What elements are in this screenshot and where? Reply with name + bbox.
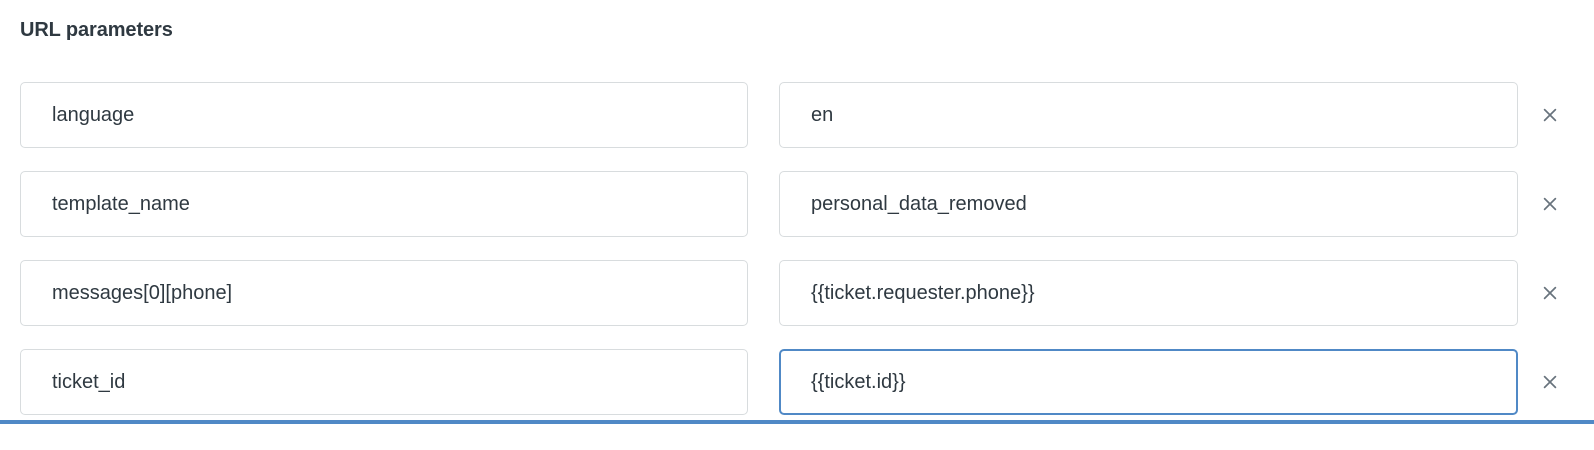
close-icon: [1541, 284, 1559, 302]
parameter-value-input[interactable]: en: [779, 82, 1518, 148]
table-row: template_name personal_data_removed: [0, 171, 1594, 237]
close-icon: [1541, 373, 1559, 391]
close-icon: [1541, 195, 1559, 213]
remove-parameter-button[interactable]: [1530, 349, 1570, 415]
table-row: ticket_id {{ticket.id}}: [0, 349, 1594, 415]
parameter-key-input[interactable]: template_name: [20, 171, 748, 237]
table-row: language en: [0, 82, 1594, 148]
parameter-value-input[interactable]: personal_data_removed: [779, 171, 1518, 237]
bottom-accent-rule: [0, 420, 1594, 424]
page-title: URL parameters: [20, 19, 173, 41]
remove-parameter-button[interactable]: [1530, 260, 1570, 326]
table-row: messages[0][phone] {{ticket.requester.ph…: [0, 260, 1594, 326]
parameter-value-input[interactable]: {{ticket.id}}: [779, 349, 1518, 415]
close-icon: [1541, 106, 1559, 124]
remove-parameter-button[interactable]: [1530, 82, 1570, 148]
remove-parameter-button[interactable]: [1530, 171, 1570, 237]
parameter-value-input[interactable]: {{ticket.requester.phone}}: [779, 260, 1518, 326]
url-parameters-list: language en template_name personal_data_…: [0, 82, 1594, 438]
parameter-key-input[interactable]: language: [20, 82, 748, 148]
parameter-key-input[interactable]: ticket_id: [20, 349, 748, 415]
parameter-key-input[interactable]: messages[0][phone]: [20, 260, 748, 326]
